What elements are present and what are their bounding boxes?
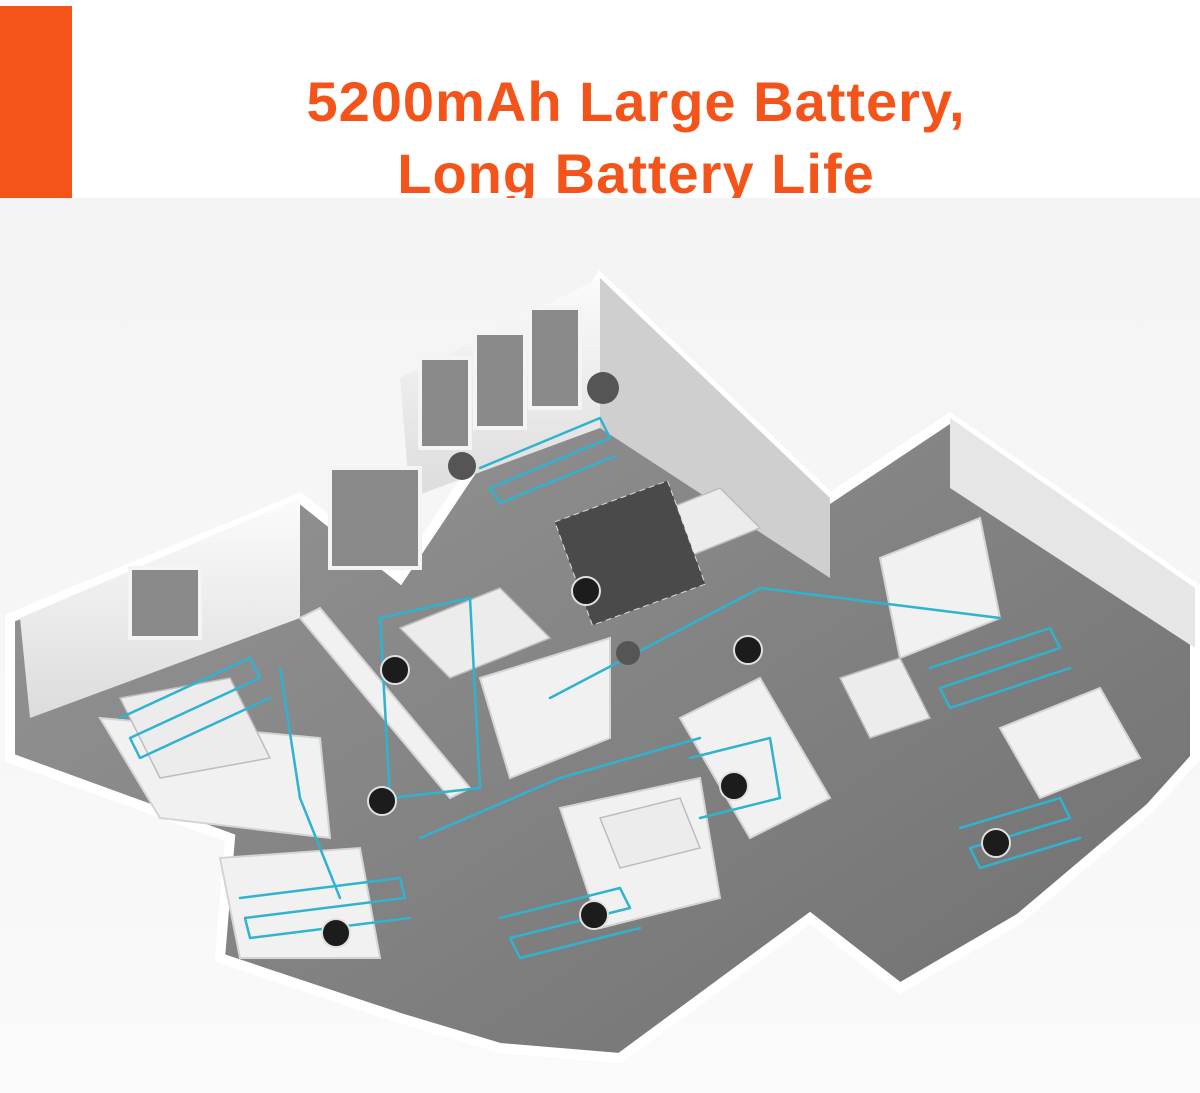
plants <box>448 372 640 665</box>
robot-vacuum-icon <box>321 918 351 948</box>
windows <box>128 306 582 640</box>
robot-vacuum-icon <box>579 900 609 930</box>
robot-vacuum-icon <box>719 771 749 801</box>
robot-vacuum-icon <box>380 655 410 685</box>
accent-bar <box>0 6 72 198</box>
floor-plan-svg <box>5 270 1200 1064</box>
furniture <box>118 487 932 869</box>
robot-vacuum-icon <box>571 576 601 606</box>
headline: 5200mAh Large Battery, Long Battery Life <box>72 66 1200 210</box>
robot-vacuum-icon <box>981 828 1011 858</box>
robot-vacuums <box>321 576 1011 948</box>
header-banner: 5200mAh Large Battery, Long Battery Life <box>0 0 1200 205</box>
back-wall-kitchen <box>950 418 1195 648</box>
headline-line-1: 5200mAh Large Battery, <box>306 69 966 133</box>
robot-vacuum-icon <box>367 786 397 816</box>
floor-plan-illustration <box>0 198 1200 1093</box>
cleaning-paths <box>118 416 1082 960</box>
back-wall-right <box>600 278 830 578</box>
headline-line-2: Long Battery Life <box>397 141 875 205</box>
robot-vacuum-icon <box>733 635 763 665</box>
